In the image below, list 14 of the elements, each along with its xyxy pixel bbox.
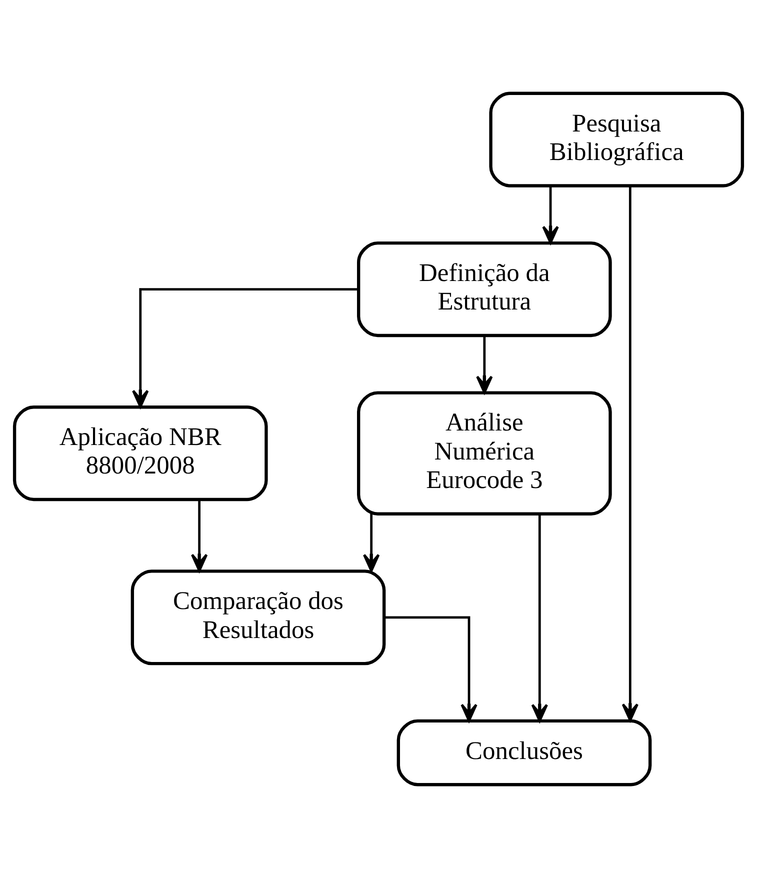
node-box: Definição da Estrutura xyxy=(357,241,612,337)
arrow xyxy=(190,499,208,572)
arrow xyxy=(622,186,639,721)
arrow xyxy=(384,616,478,722)
node-box: Comparação dos Resultados xyxy=(130,569,386,665)
node-box: Aplicação NBR 8800/2008 xyxy=(12,405,268,501)
arrow xyxy=(542,186,559,244)
node-box: Análise Numérica Eurocode 3 xyxy=(357,390,612,515)
arrow xyxy=(132,288,358,408)
node-box: Pesquisa Bibliográfica xyxy=(489,91,744,187)
node-box: Conclusões xyxy=(396,718,652,786)
arrow xyxy=(362,513,380,572)
arrow xyxy=(476,335,493,394)
arrow xyxy=(531,513,548,722)
